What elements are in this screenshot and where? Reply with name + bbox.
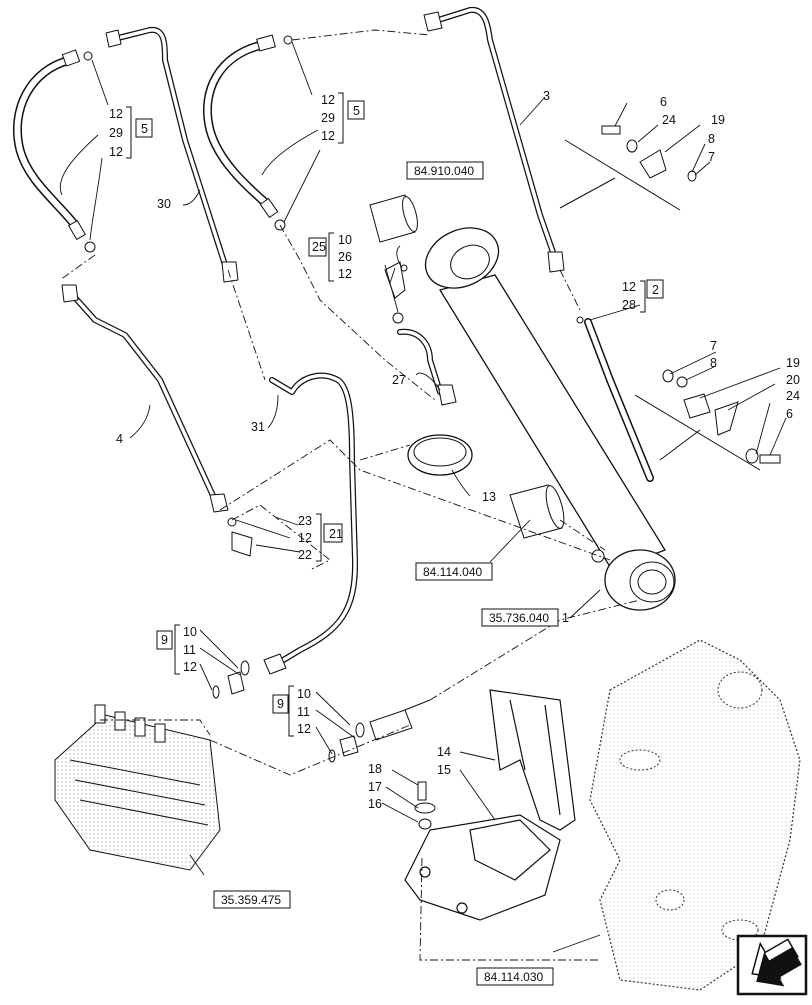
clamp-ring <box>407 434 473 476</box>
label-19: 19 <box>711 113 725 127</box>
bracket-hardware-lower <box>634 369 781 471</box>
label-27: 27 <box>392 373 406 387</box>
hydraulic-cylinder <box>424 227 676 611</box>
label-6: 6 <box>660 95 667 109</box>
label-31: 31 <box>251 420 265 434</box>
label-8: 8 <box>710 356 717 370</box>
bolt-18 <box>414 781 436 830</box>
ref-label: 84.114.040 <box>423 565 482 579</box>
frame-bracket <box>589 639 801 991</box>
ref-label: 84.910.040 <box>414 164 474 178</box>
callout-labels: 12 29 12 5 12 29 12 5 30 3 6 24 19 8 7 1… <box>109 89 800 811</box>
label-3: 3 <box>543 89 550 103</box>
label-4: 4 <box>116 432 123 446</box>
label-30: 30 <box>157 197 171 211</box>
label-29: 29 <box>321 111 335 125</box>
label-24: 24 <box>786 389 800 403</box>
label-13: 13 <box>482 490 496 504</box>
label-12: 12 <box>622 280 636 294</box>
label-19: 19 <box>786 356 800 370</box>
ref-84-114-030[interactable]: 84.114.030 <box>476 967 554 986</box>
connection-lines <box>59 29 641 961</box>
ref-label: 35.359.475 <box>221 893 281 907</box>
label-9: 9 <box>277 697 284 711</box>
pipe-28 <box>584 318 654 482</box>
group-brackets <box>126 92 664 737</box>
label-10: 10 <box>183 625 197 639</box>
control-valve <box>54 704 221 871</box>
label-12: 12 <box>297 722 311 736</box>
label-8: 8 <box>708 132 715 146</box>
label-26: 26 <box>338 250 352 264</box>
label-10: 10 <box>297 687 311 701</box>
label-12: 12 <box>338 267 352 281</box>
shield-15 <box>404 814 561 921</box>
label-5: 5 <box>141 122 148 136</box>
label-14: 14 <box>437 745 451 759</box>
ref-84-910-040[interactable]: 84.910.040 <box>406 161 484 180</box>
pipe-27 <box>397 328 457 406</box>
bracket-hardware-upper <box>559 125 697 211</box>
arrow-icon[interactable] <box>736 931 808 998</box>
guard-14 <box>489 689 576 831</box>
label-11: 11 <box>297 705 310 719</box>
label-6: 6 <box>786 407 793 421</box>
hose-left-upper <box>12 49 87 241</box>
label-12: 12 <box>183 660 197 674</box>
label-15: 15 <box>437 763 451 777</box>
label-18: 18 <box>368 762 382 776</box>
label-29: 29 <box>109 126 123 140</box>
label-1: 1 <box>562 611 569 625</box>
label-2: 2 <box>652 283 659 297</box>
label-21: 21 <box>329 527 343 541</box>
hose-center-upper <box>202 34 279 219</box>
label-20: 20 <box>786 373 800 387</box>
label-12: 12 <box>109 107 123 121</box>
leader-lines <box>60 41 787 953</box>
label-28: 28 <box>622 298 636 312</box>
label-7: 7 <box>710 339 717 353</box>
pipe-3 <box>423 6 565 273</box>
ref-label: 84.114.030 <box>484 970 543 984</box>
label-16: 16 <box>368 797 382 811</box>
fittings <box>83 35 584 763</box>
ref-35-359-475[interactable]: 35.359.475 <box>213 890 291 909</box>
label-12: 12 <box>109 145 123 159</box>
pipe-31 <box>263 372 359 675</box>
label-25: 25 <box>312 240 326 254</box>
ref-35-736-040[interactable]: 35.736.040 <box>481 608 559 627</box>
label-9: 9 <box>161 633 168 647</box>
label-7: 7 <box>708 150 715 164</box>
pipe-4 <box>61 284 229 513</box>
ref-label: 35.736.040 <box>489 611 549 625</box>
label-5: 5 <box>353 104 360 118</box>
label-11: 11 <box>183 643 196 657</box>
label-12: 12 <box>298 531 312 545</box>
pipe-30 <box>105 26 239 283</box>
label-17: 17 <box>368 780 382 794</box>
label-12: 12 <box>321 129 335 143</box>
label-24: 24 <box>662 113 676 127</box>
label-10: 10 <box>338 233 352 247</box>
label-22: 22 <box>298 548 312 562</box>
label-23: 23 <box>298 514 312 528</box>
label-12: 12 <box>321 93 335 107</box>
pins <box>369 194 565 539</box>
ref-84-114-040[interactable]: 84.114.040 <box>415 562 493 581</box>
